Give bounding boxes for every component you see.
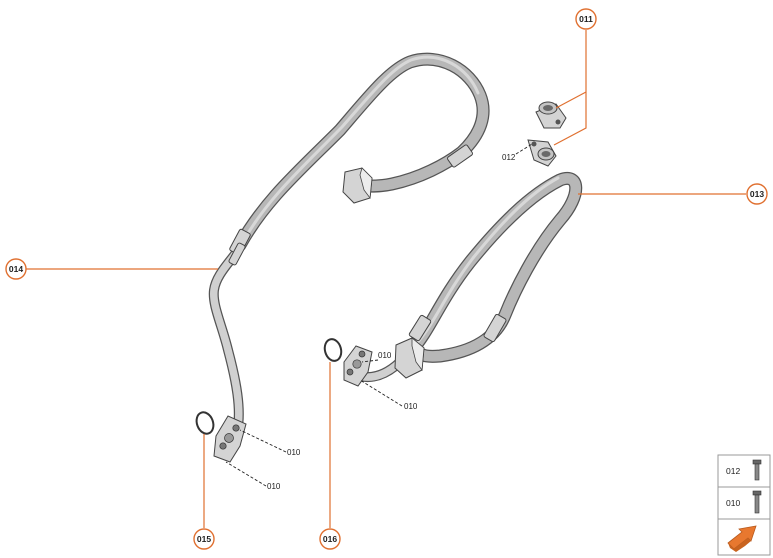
o-ring-016[interactable] [322, 337, 343, 362]
legend: 012 010 [717, 454, 771, 556]
label-010-d: 010 [267, 482, 281, 491]
view-direction-arrow-icon [727, 525, 757, 552]
clamp-011-upper[interactable] [535, 101, 567, 129]
label-010-b: 010 [404, 402, 418, 411]
bolt-icon [752, 459, 762, 481]
bolt-icon [752, 490, 762, 514]
callout-015[interactable]: 015 [193, 528, 215, 550]
leader-011 [553, 30, 587, 146]
callout-013[interactable]: 013 [746, 183, 768, 205]
svg-text:011: 011 [579, 14, 593, 24]
legend-row-012[interactable] [717, 454, 771, 488]
legend-row-010[interactable] [717, 486, 771, 520]
svg-text:016: 016 [323, 534, 337, 544]
svg-text:013: 013 [750, 189, 764, 199]
svg-text:015: 015 [197, 534, 211, 544]
o-ring-015[interactable] [194, 410, 217, 436]
hose-014[interactable] [208, 52, 490, 463]
svg-text:014: 014 [9, 264, 23, 274]
clamp-011-lower[interactable] [527, 139, 557, 167]
label-012: 012 [502, 153, 516, 162]
flange-014 [213, 415, 247, 463]
callout-014[interactable]: 014 [5, 258, 27, 280]
flange-013 [343, 345, 373, 387]
hose-013[interactable] [343, 171, 583, 387]
legend-label-010: 010 [726, 498, 740, 508]
label-010-a: 010 [378, 351, 392, 360]
label-010-c: 010 [287, 448, 301, 457]
callout-016[interactable]: 016 [319, 528, 341, 550]
callout-011[interactable]: 011 [575, 8, 597, 30]
legend-label-012: 012 [726, 466, 740, 476]
